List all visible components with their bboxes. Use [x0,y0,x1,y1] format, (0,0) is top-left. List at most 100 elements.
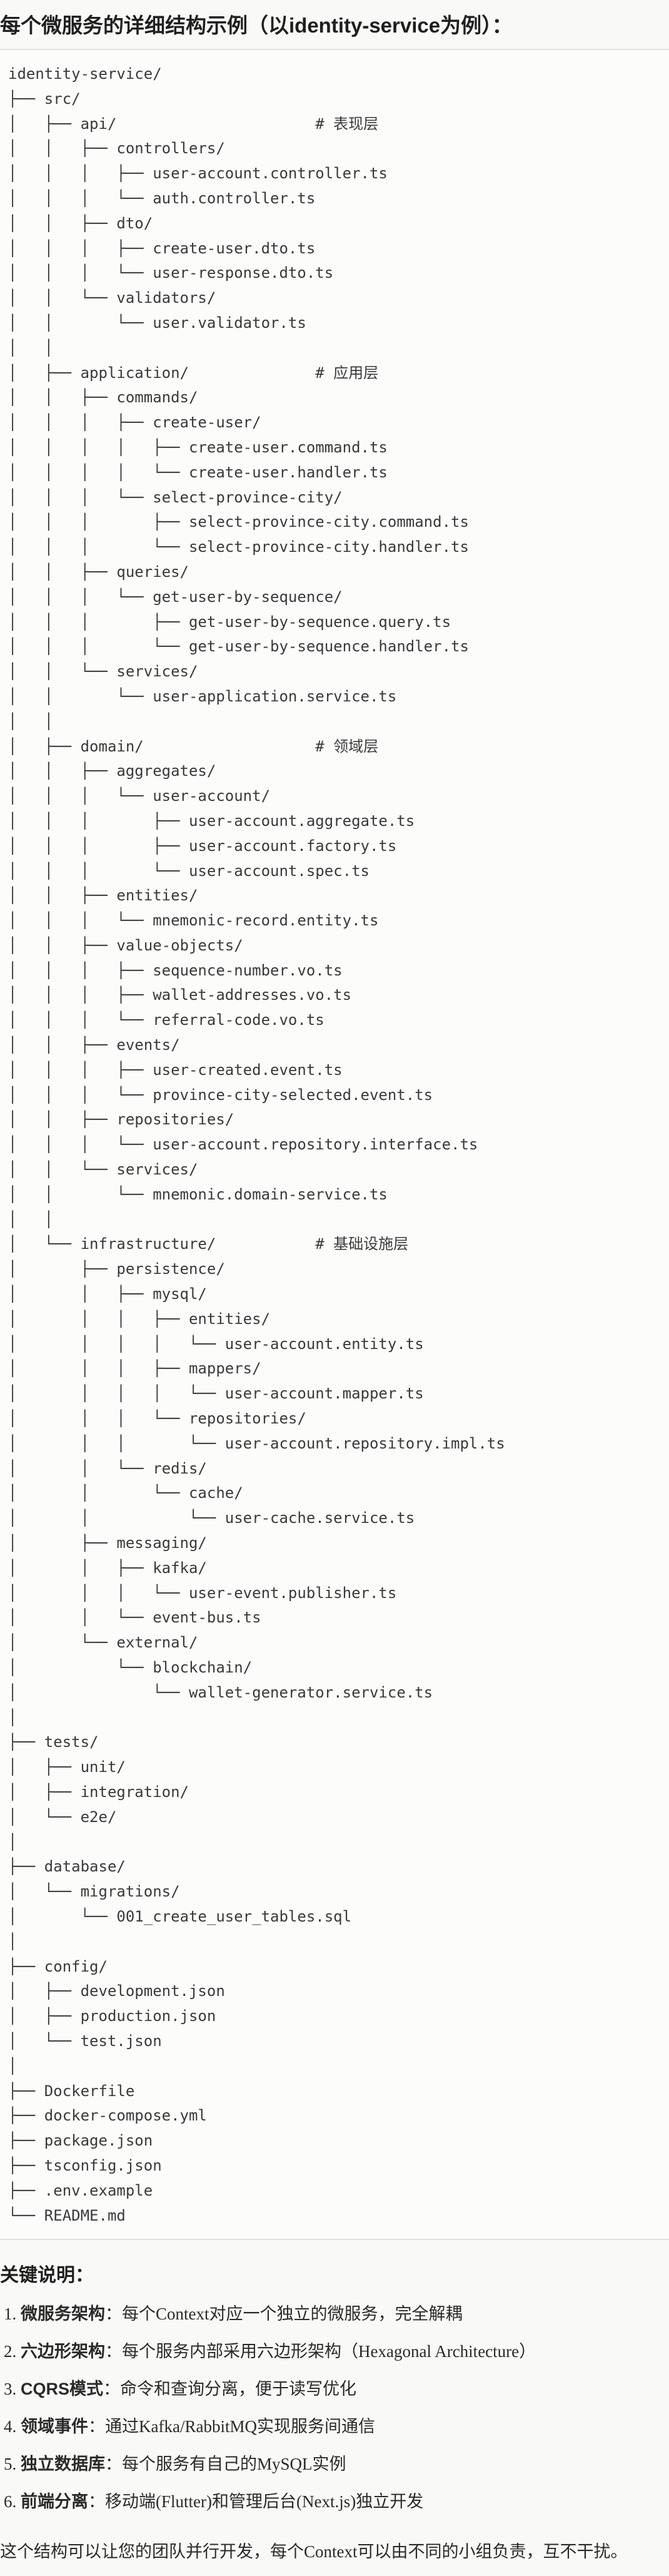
tree-line: │ │ │ └── user-account.repository.interf… [8,1136,478,1154]
tree-line: │ [8,1932,18,1950]
tree-line: │ │ │ ├── user-account.controller.ts [8,165,388,183]
tree-line: │ │ └── services/ [8,663,198,681]
tree-line: │ │ │ ├── mappers/ [8,1360,261,1378]
tree-line: │ ├── api/ # 表现层 [8,115,379,133]
tree-line: ├── src/ [8,89,81,108]
tree-line: │ │ │ │ └── create-user.handler.ts [8,463,388,481]
tree-line: │ │ │ └── auth.controller.ts [8,189,316,207]
tree-line: │ └── e2e/ [8,1808,117,1826]
note-item: 1. 微服务架构：每个Context对应一个独立的微服务，完全解耦 [0,2295,536,2333]
tree-line: │ ├── persistence/ [8,1260,225,1278]
tree-line: │ │ │ │ └── user-account.mapper.ts [8,1385,424,1403]
tree-line: │ │ │ ├── create-user.dto.ts [8,239,316,257]
tree-line: │ │ ├── aggregates/ [8,762,216,780]
tree-line: │ │ │ └── get-user-by-sequence.handler.t… [8,638,469,656]
tree-line: │ │ │ ├── get-user-by-sequence.query.ts [8,613,451,631]
tree-line: │ │ ├── controllers/ [8,140,225,158]
tree-line: │ └── wallet-generator.service.ts [8,1683,433,1701]
note-term: 前端分离 [21,2492,88,2511]
tree-line: │ │ │ └── mnemonic-record.entity.ts [8,912,379,930]
tree-line: │ ├── application/ # 应用层 [8,364,379,382]
tree-line: │ [8,2057,18,2075]
tree-line: │ ├── production.json [8,2007,216,2025]
tree-line: │ │ [8,712,54,730]
note-number: 2. [4,2342,21,2361]
summary-text: 这个结构可以让您的团队并行开发，每个Context可以由不同的小组负责，互不干扰… [0,2542,628,2561]
tree-line: │ │ │ ├── user-account.aggregate.ts [8,812,415,830]
tree-line: │ │ ├── kafka/ [8,1559,207,1577]
tree-line: │ │ │ └── user-response.dto.ts [8,264,334,282]
page-title: 每个微服务的详细结构示例（以identity-service为例）： [0,14,513,37]
tree-line: ├── tests/ [8,1733,99,1751]
tree-line: │ [8,1833,18,1851]
tree-line: │ │ ├── queries/ [8,563,189,581]
note-term: 微服务架构 [21,2304,105,2323]
tree-line: │ ├── messaging/ [8,1534,207,1552]
tree-line: │ ├── development.json [8,1982,225,2000]
tree-line: ├── .env.example [8,2181,153,2199]
tree-line: │ │ └── redis/ [8,1459,207,1477]
tree-line: │ │ │ └── province-city-selected.event.t… [8,1086,433,1104]
code-block-directory-tree: identity-service/ ├── src/ │ ├── api/ # 表现… [0,49,669,2240]
tree-line: │ │ │ └── user-event.publisher.ts [8,1584,397,1602]
tree-line: │ │ ├── mysql/ [8,1285,207,1303]
tree-line: ├── package.json [8,2132,153,2150]
tree-line: │ │ ├── dto/ [8,214,153,232]
tree-line: │ │ │ └── select-province-city/ [8,488,343,506]
tree-line: │ │ ├── repositories/ [8,1111,234,1129]
note-text: ：每个服务有自己的MySQL实例 [105,2455,346,2473]
tree-line: │ │ │ └── repositories/ [8,1410,306,1428]
note-term: 六边形架构 [21,2342,105,2361]
tree-line: │ └── external/ [8,1634,198,1652]
note-term: 领域事件 [21,2417,88,2436]
tree-line: │ │ ├── events/ [8,1036,180,1054]
note-text: ：移动端(Flutter)和管理后台(Next.js)独立开发 [88,2492,424,2511]
tree-line: │ │ │ ├── create-user/ [8,414,261,432]
tree-line: identity-service/ [8,65,162,83]
tree-line: ├── database/ [8,1858,126,1876]
note-number: 6. [4,2492,21,2511]
tree-line: ├── config/ [8,1957,108,1975]
note-item: 5. 独立数据库：每个服务有自己的MySQL实例 [0,2445,536,2483]
tree-line: │ │ │ ├── entities/ [8,1310,271,1328]
note-number: 5. [4,2455,21,2473]
tree-line: │ ├── unit/ [8,1758,126,1776]
note-text: ：命令和查询分离，便于读写优化 [103,2380,357,2398]
notes-heading: 关键说明： [0,2265,94,2286]
directory-tree: identity-service/ ├── src/ │ ├── api/ # 表现… [8,62,505,2228]
tree-line: │ │ │ ├── wallet-addresses.vo.ts [8,986,352,1004]
tree-line: │ │ [8,339,54,357]
tree-line: ├── docker-compose.yml [8,2107,207,2125]
tree-line: │ │ └── cache/ [8,1484,243,1502]
tree-line: │ │ └── user-cache.service.ts [8,1509,415,1527]
note-item: 3. CQRS模式：命令和查询分离，便于读写优化 [0,2370,536,2408]
tree-line: │ │ │ ├── user-account.factory.ts [8,837,397,855]
tree-line: ├── tsconfig.json [8,2156,162,2174]
note-item: 2. 六边形架构：每个服务内部采用六边形架构（Hexagonal Archite… [0,2333,536,2370]
tree-line: │ │ └── user-application.service.ts [8,687,397,705]
tree-line: │ │ │ │ └── user-account.entity.ts [8,1335,424,1353]
tree-line: │ │ │ └── referral-code.vo.ts [8,1011,324,1029]
tree-line: └── README.md [8,2206,126,2224]
note-number: 4. [4,2417,21,2436]
tree-line: │ └── 001_create_user_tables.sql [8,1907,352,1925]
tree-line: │ │ │ └── user-account/ [8,787,271,805]
tree-line: │ │ │ ├── select-province-city.command.t… [8,513,469,531]
tree-line: │ │ │ ├── sequence-number.vo.ts [8,961,343,979]
tree-line: │ └── migrations/ [8,1883,180,1901]
tree-line: │ │ │ │ ├── create-user.command.ts [8,438,388,456]
tree-line: │ │ ├── value-objects/ [8,936,243,954]
tree-line: │ └── blockchain/ [8,1659,253,1676]
note-number: 3. [4,2380,21,2398]
note-term: 独立数据库 [21,2455,105,2473]
note-item: 4. 领域事件：通过Kafka/RabbitMQ实现服务间通信 [0,2408,536,2445]
note-item: 6. 前端分离：移动端(Flutter)和管理后台(Next.js)独立开发 [0,2483,536,2520]
note-text: ：通过Kafka/RabbitMQ实现服务间通信 [88,2417,375,2436]
note-term: CQRS模式 [21,2380,104,2398]
tree-line: │ │ │ └── select-province-city.handler.t… [8,538,469,556]
note-text: ：每个Context对应一个独立的微服务，完全解耦 [105,2304,463,2323]
tree-line: │ │ ├── entities/ [8,887,198,905]
tree-line: │ │ └── event-bus.ts [8,1609,261,1627]
tree-line: │ │ │ ├── user-created.event.ts [8,1061,343,1079]
